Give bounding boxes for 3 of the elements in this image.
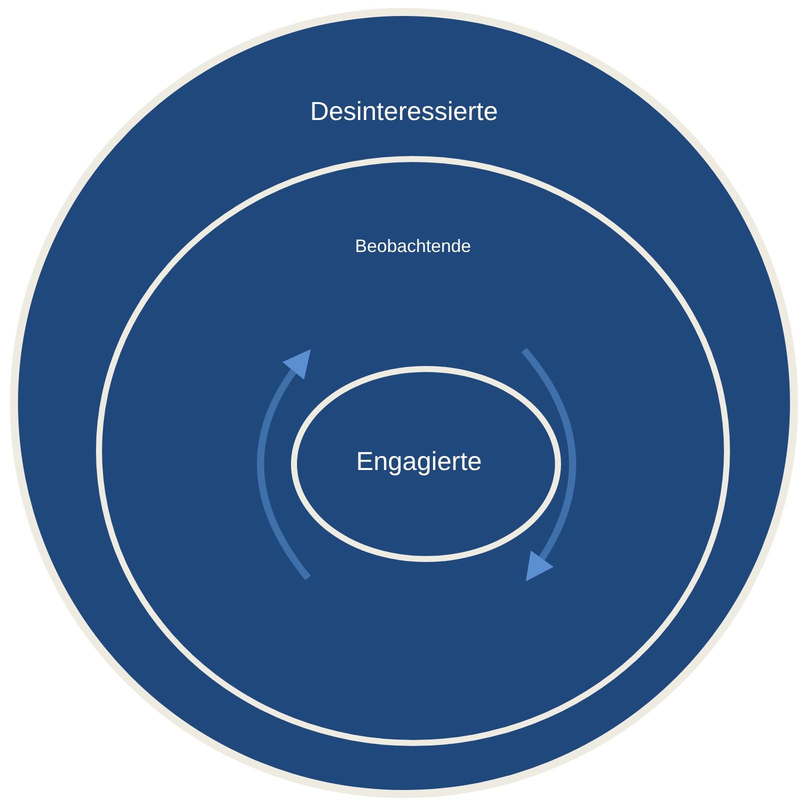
region-label: Engagierte xyxy=(356,446,482,477)
region-label: Desinteressierte xyxy=(310,96,498,127)
region-label: Beobachtende xyxy=(354,236,472,257)
